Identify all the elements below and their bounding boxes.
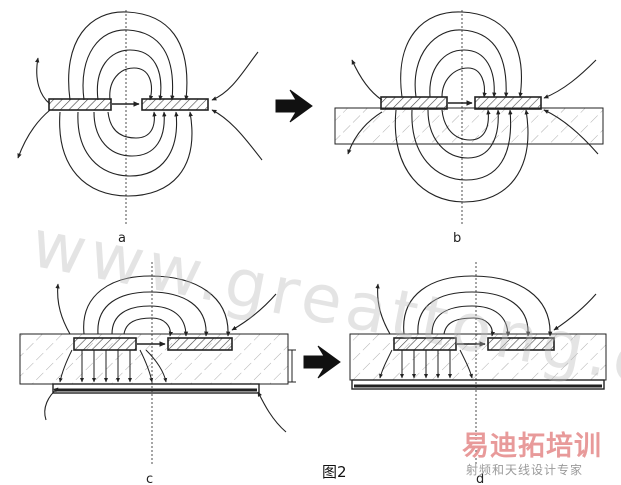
panel-c-field-line [123, 317, 174, 337]
panel-a-field-line [211, 109, 263, 161]
panel-b [334, 10, 604, 226]
panel-a-field-line [17, 109, 51, 159]
panel-c-right-conductor [167, 337, 233, 351]
panel-a [17, 10, 263, 226]
panel-b-field-line [429, 49, 497, 98]
panel-c-left-conductor [73, 337, 137, 351]
panel-a-field-line [35, 57, 51, 105]
panel-c-field-line [111, 305, 189, 337]
figure-caption: 图2 [322, 463, 347, 481]
panel-b-field-line [441, 67, 487, 98]
panel-c-field-line [83, 275, 231, 337]
panel-d-label: d [476, 472, 485, 485]
panel-d-left-conductor [393, 337, 457, 351]
panel-a-field-line [96, 49, 163, 101]
panel-a-field-line [68, 11, 189, 101]
panel-c-thickness-bracket [288, 349, 296, 383]
panel-c-field-line [257, 391, 287, 433]
panel-b-left-conductor [380, 96, 448, 110]
panel-c-label: c [146, 472, 154, 485]
panel-d-field-line [553, 293, 597, 331]
panel-b-field-line [414, 29, 509, 98]
panel-d-vertical-field-lines [379, 349, 473, 379]
panel-a-label: a [118, 231, 126, 246]
panel-b-field-line [351, 59, 383, 101]
panel-b-field-line [400, 11, 523, 98]
logo: 易迪拓培训 射频和天线设计专家 [462, 432, 620, 484]
panel-d-field-line [375, 283, 391, 335]
panel-a-field-line [211, 51, 259, 101]
panel-b-label: b [453, 231, 462, 246]
panel-a-right-conductor [141, 98, 209, 111]
panel-b-field-line [543, 59, 597, 99]
panel-c-field-line [55, 283, 71, 335]
panel-a-left-conductor [48, 98, 112, 111]
panel-a-field-line [82, 29, 175, 101]
panel-a-field-line [93, 111, 167, 157]
panel-d-substrate [349, 333, 607, 381]
panel-b-field-line [441, 109, 491, 141]
panel-c-vertical-field-lines [58, 349, 168, 383]
panel-d [349, 262, 607, 464]
panel-a-field-line [109, 67, 154, 101]
logo-title: 易迪拓培训 [462, 431, 602, 462]
transition-arrow-ab [275, 89, 313, 123]
panel-d-right-conductor [487, 337, 555, 351]
panel-c-field-line [44, 387, 59, 421]
panel-a-field-line [59, 111, 193, 197]
panel-d-field-line [403, 275, 553, 337]
panel-b-field-line [394, 109, 529, 203]
panel-b-substrate [334, 107, 604, 145]
panel-a-field-line [107, 111, 157, 139]
panel-d-field-line [431, 305, 511, 337]
panel-c-field-line [97, 291, 209, 337]
panel-b-field-line [411, 109, 513, 181]
transition-arrow-cd [303, 345, 341, 379]
panel-b-field-line [347, 111, 383, 155]
panel-d-field-line [443, 317, 496, 337]
panel-a-field-line [77, 111, 179, 177]
panel-d-field-line [417, 291, 531, 337]
logo-subtitle: 射频和天线设计专家 [466, 463, 584, 477]
panel-c-field-line [231, 293, 277, 331]
panel-b-right-conductor [474, 96, 542, 110]
panel-b-field-line [427, 109, 501, 159]
panel-b-field-line [543, 109, 599, 155]
panel-c [19, 262, 296, 464]
